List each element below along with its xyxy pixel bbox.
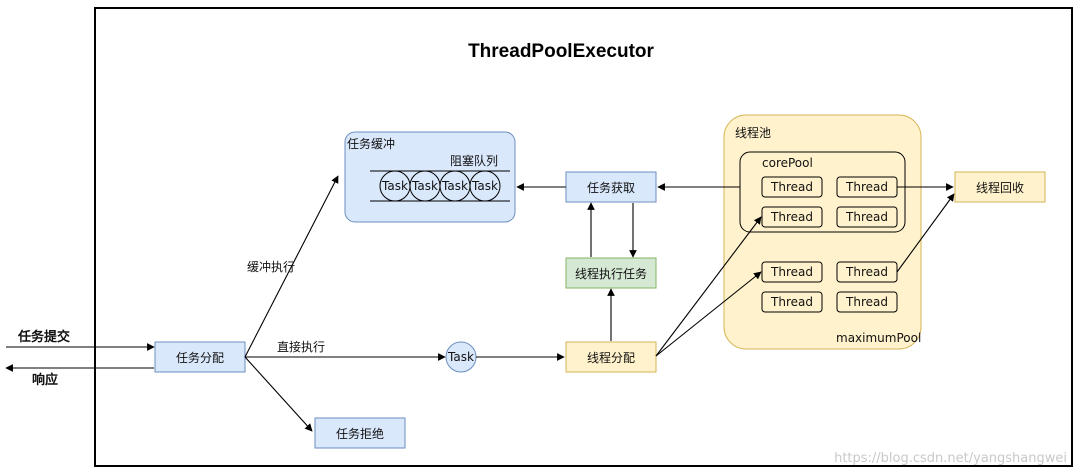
thread-7: Thread [761, 291, 823, 313]
blocking-queue-label: 阻塞队列 [450, 153, 498, 168]
thread-label: Thread [770, 180, 813, 194]
max-pool-label: maximumPool [836, 331, 921, 345]
reject-edge [244, 356, 313, 432]
execute-label: 线程执行任务 [575, 266, 647, 281]
thread-label: Thread [770, 295, 813, 309]
recycle-label: 线程回收 [976, 180, 1024, 195]
thread-label: Thread [770, 265, 813, 279]
fetch-node [565, 171, 657, 203]
alloc-to-max-edge [655, 271, 762, 357]
core-pool [739, 151, 906, 233]
diagram-title: ThreadPoolExecutor [468, 41, 654, 62]
thread-pool-label: 线程池 [735, 125, 771, 140]
submit-label: 任务提交 [17, 329, 70, 345]
fetch-label: 任务获取 [587, 180, 635, 195]
direct-task-label: Task [447, 350, 474, 364]
thread-label: Thread [845, 210, 888, 224]
queue-task-label: Task [381, 179, 408, 193]
recycle-node [954, 171, 1046, 203]
queue-task-2: Task [409, 170, 441, 202]
dispatch-label: 任务分配 [176, 350, 224, 365]
executor-frame [94, 7, 1073, 467]
reject-node [314, 417, 406, 449]
thread-3: Thread [761, 206, 823, 228]
reject-label: 任务拒绝 [336, 426, 384, 441]
buffer-label: 任务缓冲 [347, 136, 395, 151]
thread-label: Thread [845, 295, 888, 309]
execute-node [565, 257, 657, 289]
queue-task-3: Task [439, 170, 471, 202]
watermark: https://blog.csdn.net/yangshangwei [834, 451, 1067, 466]
thread-2: Thread [836, 176, 898, 198]
core-pool-label: corePool [762, 156, 813, 170]
thread-4: Thread [836, 206, 898, 228]
queue-task-1: Task [379, 170, 411, 202]
buffer-edge [244, 175, 339, 358]
queue-task-label: Task [441, 179, 468, 193]
thread-5: Thread [761, 261, 823, 283]
queue-task-label: Task [471, 179, 498, 193]
queue-task-label: Task [411, 179, 438, 193]
thread-label: Thread [845, 180, 888, 194]
thread-8: Thread [836, 291, 898, 313]
thread-6: Thread [836, 261, 898, 283]
thread-1: Thread [761, 176, 823, 198]
dispatch-node [154, 341, 246, 373]
thread-alloc-node [565, 341, 657, 373]
thread-alloc-label: 线程分配 [587, 350, 635, 365]
response-label: 响应 [32, 372, 58, 388]
direct-exec-label: 直接执行 [277, 339, 325, 354]
queue-task-4: Task [469, 170, 501, 202]
buffer-exec-label: 缓冲执行 [247, 259, 295, 274]
alloc-to-core-edge [655, 216, 762, 357]
thread-label: Thread [845, 265, 888, 279]
thread-label: Thread [770, 210, 813, 224]
max-to-recycle-edge [896, 193, 955, 273]
